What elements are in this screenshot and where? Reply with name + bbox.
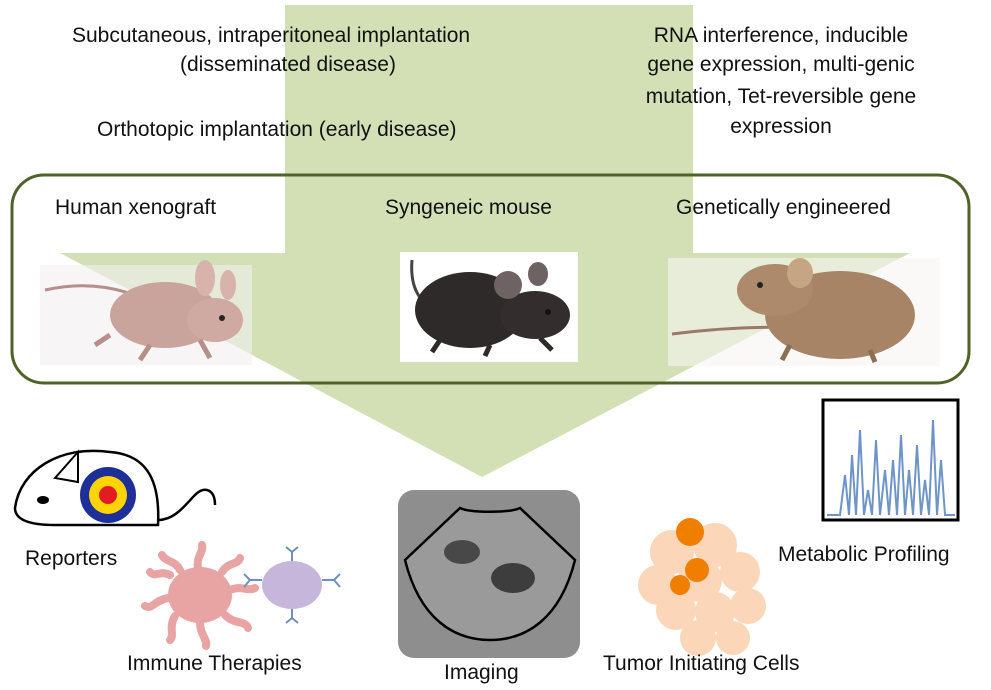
immune-therapies-label: Immune Therapies <box>127 652 302 675</box>
engineered-mouse-image <box>668 258 940 366</box>
model-label-engineered: Genetically engineered <box>676 196 891 219</box>
metabolic-profile-icon <box>821 398 960 522</box>
genetic-methods-line4: expression <box>730 115 832 138</box>
genetic-methods-line2: gene expression, multi-genic <box>647 53 915 76</box>
tumor-cells-icon <box>638 518 766 656</box>
imaging-label: Imaging <box>444 661 519 684</box>
implantation-line1: Subcutaneous, intraperitoneal implantati… <box>72 24 471 47</box>
model-label-syngeneic: Syngeneic mouse <box>385 196 552 219</box>
metabolic-profiling-label: Metabolic Profiling <box>778 543 950 566</box>
orthotopic-implantation-label: Orthotopic implantation (early disease) <box>97 118 457 141</box>
implantation-line2: (disseminated disease) <box>180 53 396 76</box>
reporter-mouse-icon <box>13 449 217 527</box>
genetic-methods-line1: RNA interference, inducible <box>653 24 909 47</box>
syngeneic-mouse-image <box>400 252 578 362</box>
immune-cell-icon <box>141 541 341 650</box>
models-frame <box>10 173 971 385</box>
model-label-xenograft: Human xenograft <box>55 196 217 219</box>
tumor-initiating-cells-label: Tumor Initiating Cells <box>603 652 800 675</box>
imaging-icon <box>398 490 580 658</box>
reporters-label: Reporters <box>25 547 118 570</box>
genetic-methods-line3: mutation, Tet-reversible gene <box>645 85 917 108</box>
xenograft-mouse-image <box>40 260 252 365</box>
